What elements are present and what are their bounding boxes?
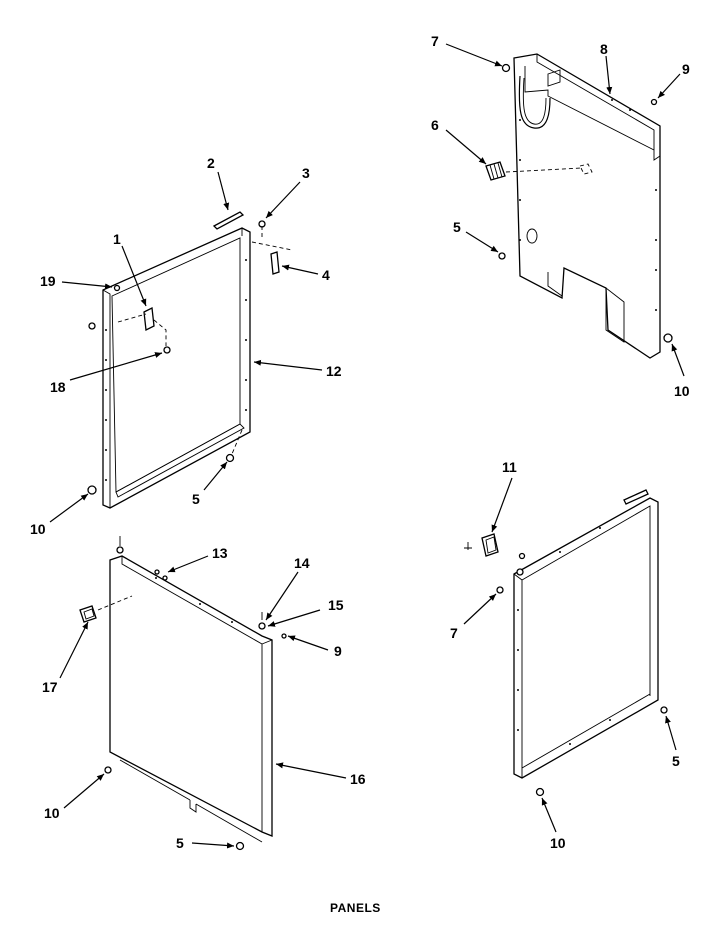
front-frame-assembly	[87, 211, 293, 509]
callout-9-rear: 9	[682, 61, 690, 77]
callout-9-side: 9	[334, 643, 342, 659]
frame-holes	[105, 259, 247, 481]
callout-4: 4	[322, 267, 330, 283]
clip-part	[270, 251, 280, 275]
side-panel-right-assembly	[464, 489, 668, 797]
latch-part	[143, 307, 155, 331]
callout-labels: 1 2 3 4 19 18 12 5 10 7 8 9 6 5 10 13 14…	[30, 33, 690, 851]
strip-part	[212, 211, 245, 230]
right-panel-holes	[517, 527, 611, 745]
callout-10-rear: 10	[674, 383, 690, 399]
callout-14: 14	[294, 555, 310, 571]
callout-7-rear: 7	[431, 33, 439, 49]
callout-7-side: 7	[450, 625, 458, 641]
rear-panel-holes	[519, 99, 657, 311]
callout-5-side-right: 5	[672, 753, 680, 769]
callout-11: 11	[502, 459, 517, 475]
callout-8: 8	[600, 41, 608, 57]
callout-19: 19	[40, 273, 56, 289]
side-panel-left-assembly	[79, 536, 287, 851]
callout-16: 16	[350, 771, 366, 787]
callout-10-side-left: 10	[44, 805, 60, 821]
spring-part	[485, 161, 506, 181]
callout-12: 12	[326, 363, 342, 379]
diagram-title: PANELS	[330, 901, 381, 915]
callout-6: 6	[431, 117, 439, 133]
callout-13: 13	[212, 545, 228, 561]
callout-17: 17	[42, 679, 58, 695]
rear-panel-assembly	[485, 53, 673, 359]
callout-3: 3	[302, 165, 310, 181]
callout-2: 2	[207, 155, 215, 171]
callout-15: 15	[328, 597, 344, 613]
callout-5-side-left: 5	[176, 835, 184, 851]
callout-10-front-frame: 10	[30, 521, 46, 537]
callout-1: 1	[113, 231, 121, 247]
callout-5-rear: 5	[453, 219, 461, 235]
callout-18: 18	[50, 379, 66, 395]
callout-10-side-right: 10	[550, 835, 566, 851]
callout-5-front-frame: 5	[192, 491, 200, 507]
